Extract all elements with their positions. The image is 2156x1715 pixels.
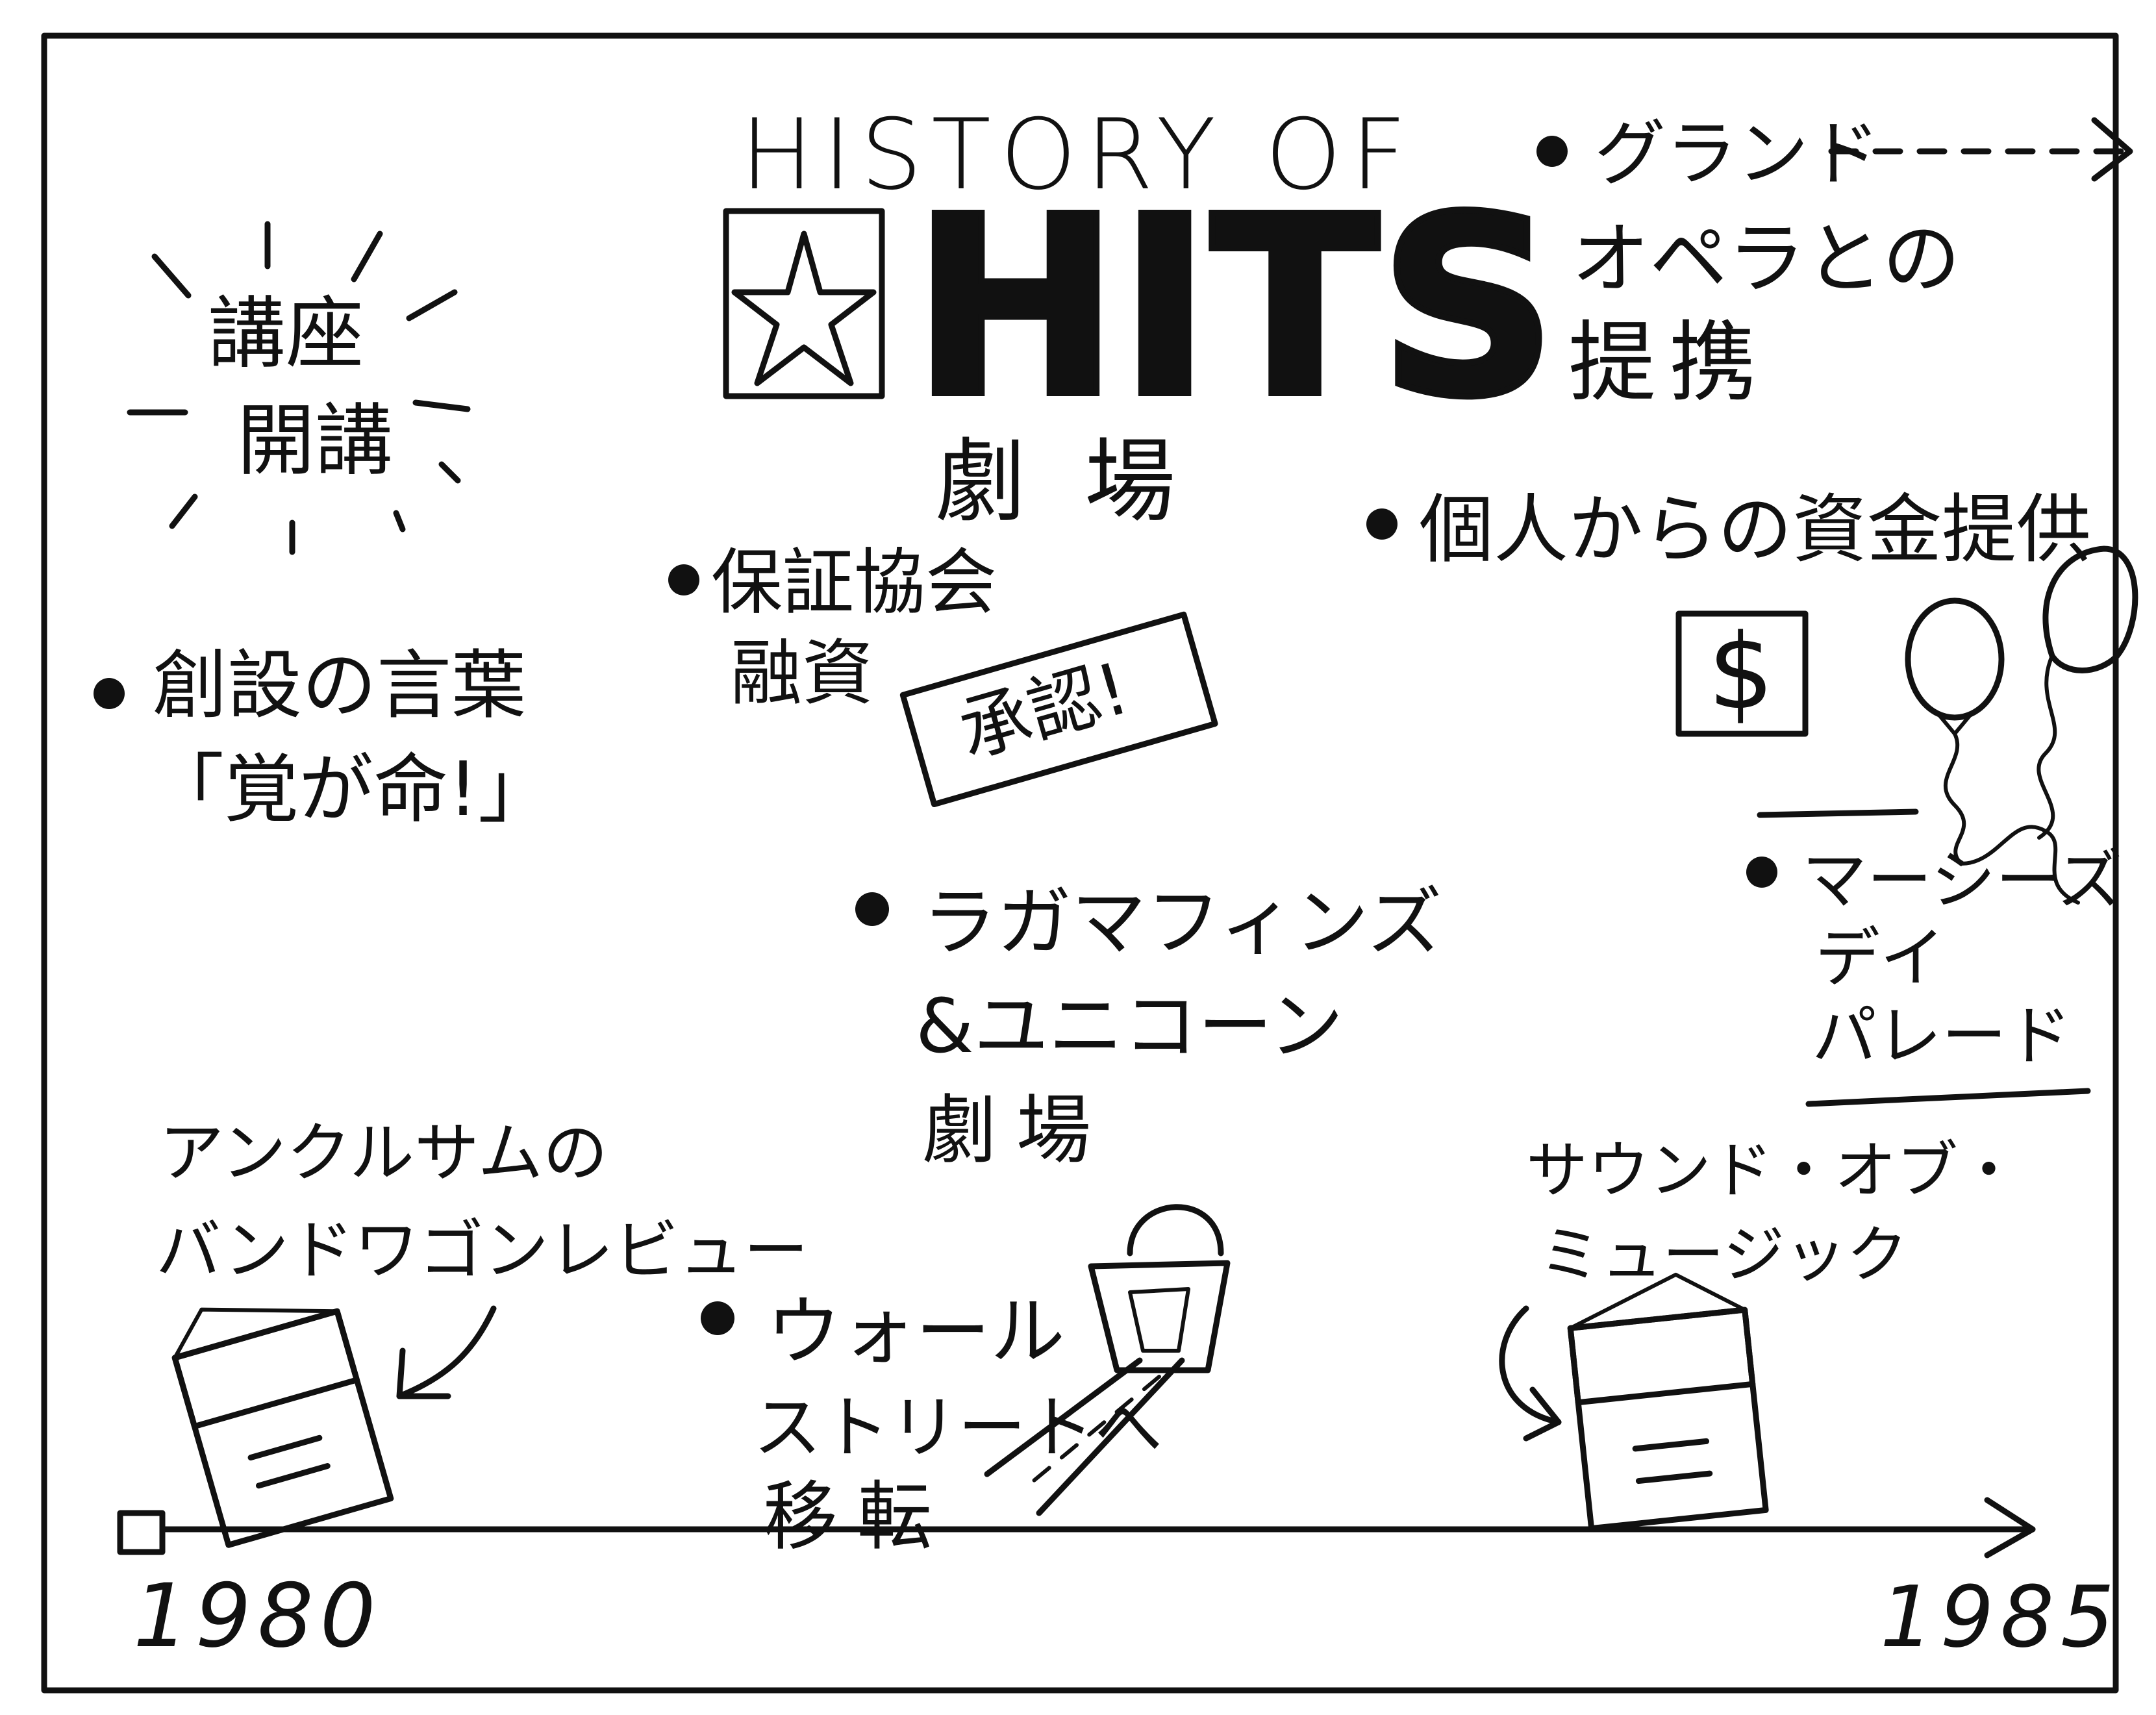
- uncle-sam-line2: バンドワゴンレビュー: [156, 1212, 808, 1288]
- balloon-icon: [1905, 545, 2138, 905]
- macys-top-rule: [1757, 808, 1919, 818]
- grand-opera-line3: 提携: [1568, 312, 1770, 414]
- uncle-sam-line1: アンクルサムの: [159, 1115, 608, 1191]
- title-hits: HITS: [912, 164, 1557, 451]
- wall-street-line1: ウォール: [766, 1288, 1065, 1375]
- dollar-symbol: $: [1708, 611, 1774, 732]
- timeline-start-marker: [117, 1510, 166, 1555]
- sound-of-music-arrowhead: [1523, 1386, 1562, 1442]
- approved-stamp: 承認!: [899, 611, 1218, 808]
- timeline-end-label: 1985: [1880, 1568, 2121, 1666]
- dollar-icon: $: [1675, 610, 1809, 737]
- sound-of-music-arrow: [1499, 1305, 1562, 1425]
- stadium-icon: [984, 1204, 1231, 1516]
- macys-line1: マーシーズ: [1802, 842, 2122, 918]
- lagamuffins-line1: ラガマフィンズ: [922, 879, 1442, 966]
- title-history-of: HISTORY OF: [740, 99, 1416, 212]
- guarantee-line2: 融資: [731, 632, 873, 715]
- macys-bottom-rule: [1805, 1088, 2091, 1107]
- founding-words-line1: 創設の言葉: [153, 642, 526, 729]
- bullet: [701, 1301, 734, 1335]
- macys-line2: デイ: [1815, 920, 1945, 996]
- bullet: [1536, 136, 1568, 167]
- macys-line3: パレード: [1812, 998, 2072, 1074]
- frame-border: [41, 32, 2119, 1694]
- bullet: [94, 678, 125, 709]
- bullet: [1746, 857, 1777, 888]
- burst-label-2: 開講: [237, 396, 393, 486]
- timeline-start-label: 1980: [133, 1565, 382, 1667]
- lagamuffins-line3: 劇場: [922, 1087, 1110, 1174]
- bullet: [1366, 508, 1398, 540]
- bullet: [855, 892, 889, 926]
- sound-of-music-line2: ミュージック: [1539, 1220, 1908, 1291]
- founding-words-line2: 「覚が命!」: [149, 746, 553, 833]
- star-icon: [723, 208, 885, 399]
- guarantee-line1: 保証協会: [711, 541, 997, 624]
- uncle-sam-arrowhead: [396, 1347, 451, 1399]
- grand-opera-line2: オペラとの: [1572, 214, 1961, 305]
- burst-rays: [127, 221, 471, 555]
- lagamuffins-line2: &ユニコーン: [916, 983, 1344, 1070]
- wall-street-line2: ストリートへ: [753, 1388, 1162, 1468]
- book-icon: [1567, 1272, 1769, 1532]
- wall-street-line3: 移転: [763, 1473, 951, 1560]
- sound-of-music-line1: サウンド・オブ・: [1526, 1135, 2020, 1207]
- private-funding-label: 個人からの資金提供: [1419, 486, 2091, 573]
- timeline-arrowhead: [1984, 1497, 2036, 1559]
- book-icon: [171, 1307, 394, 1548]
- uncle-sam-arrow: [396, 1305, 497, 1399]
- bullet: [668, 564, 699, 595]
- dashed-arrow: [1828, 117, 2133, 182]
- burst-label-1: 講座: [208, 289, 364, 379]
- title-theater: 劇場: [935, 429, 1234, 535]
